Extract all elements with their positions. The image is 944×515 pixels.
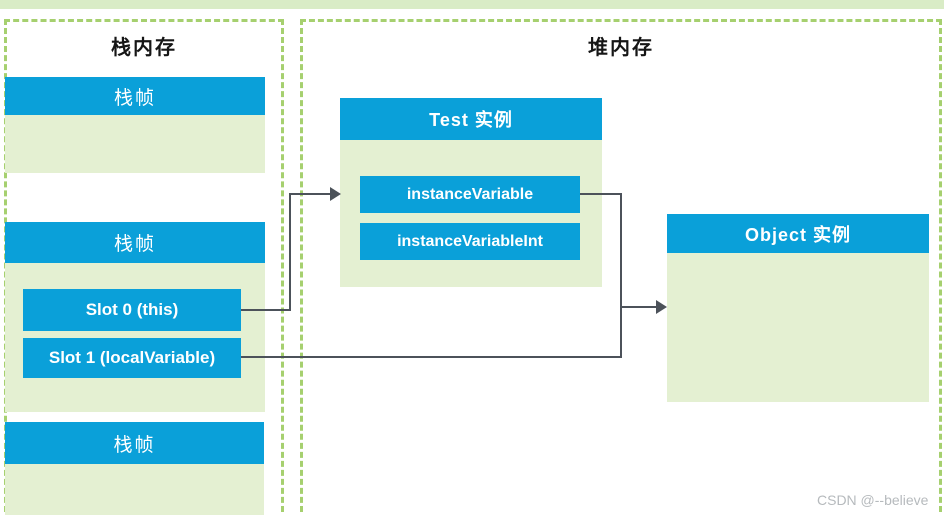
arrow-head-into-object-icon <box>656 300 667 314</box>
instance-variable-int-box: instanceVariableInt <box>360 223 580 260</box>
connector-middle-vertical <box>620 193 622 358</box>
connector-slot0-vertical <box>289 193 291 311</box>
instance-variable-box: instanceVariable <box>360 176 580 213</box>
stack-frame-3-body <box>5 464 264 515</box>
test-instance-header: Test 实例 <box>340 98 602 140</box>
heap-memory-region <box>300 19 942 515</box>
stack-frame-2-body <box>5 263 265 412</box>
test-instance-body <box>340 140 602 287</box>
arrow-head-into-test-icon <box>330 187 341 201</box>
object-instance-header: Object 实例 <box>667 214 929 253</box>
connector-to-object-horizontal <box>622 306 657 308</box>
heap-region-title: 堆内存 <box>588 37 654 59</box>
top-green-strip <box>0 0 944 9</box>
stack-frame-2-header: 栈帧 <box>5 222 265 263</box>
csdn-watermark: CSDN @--believe <box>817 492 929 508</box>
connector-instancevariable-horizontal <box>580 193 622 195</box>
stack-frame-1-header: 栈帧 <box>5 77 265 115</box>
slot-0-this-box: Slot 0 (this) <box>23 289 241 331</box>
stack-frame-1-body <box>5 115 265 173</box>
object-instance-body <box>667 253 929 402</box>
stack-region-title: 栈内存 <box>111 37 177 59</box>
connector-slot0-horizontal <box>241 309 291 311</box>
connector-slot1-horizontal <box>241 356 622 358</box>
stack-frame-3-header: 栈帧 <box>5 422 264 464</box>
connector-slot0-to-test <box>291 193 331 195</box>
slot-1-localvariable-box: Slot 1 (localVariable) <box>23 338 241 378</box>
